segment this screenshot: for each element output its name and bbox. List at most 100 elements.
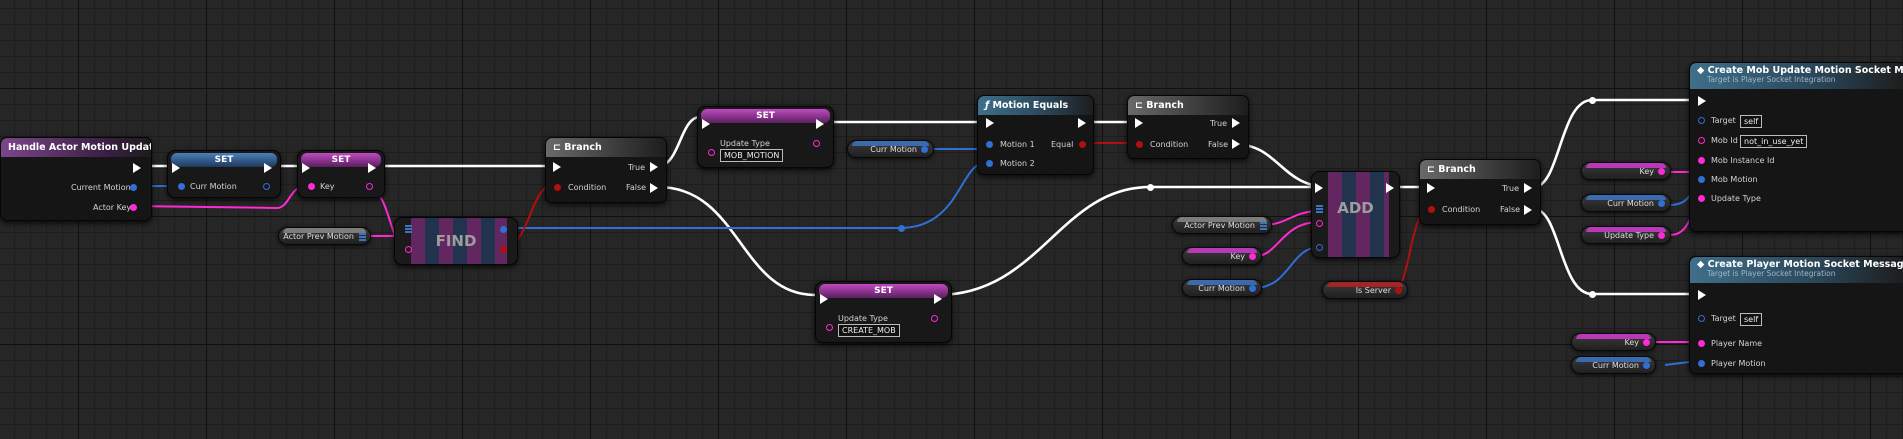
- set-curr-motion-node[interactable]: SET Curr Motion: [167, 150, 281, 198]
- exec-in-pin[interactable]: [702, 119, 710, 129]
- curr-motion-getter[interactable]: Curr Motion: [1182, 279, 1262, 297]
- player-motion-pin[interactable]: [1698, 360, 1705, 367]
- curr-motion-out-pin[interactable]: [1249, 285, 1256, 292]
- is-server-out-pin[interactable]: [1395, 287, 1402, 294]
- mob-id-value[interactable]: not_in_use_yet: [1740, 135, 1808, 148]
- exec-out-pin[interactable]: [133, 163, 141, 173]
- curr-motion-in-pin[interactable]: [178, 183, 185, 190]
- array-pin-icon[interactable]: [359, 233, 366, 241]
- mob-motion-pin[interactable]: [1698, 176, 1705, 183]
- array-in-pin[interactable]: [405, 225, 412, 233]
- exec-in-pin[interactable]: [1427, 183, 1435, 193]
- update-type-pin[interactable]: [1698, 195, 1705, 202]
- exec-out-pin[interactable]: [816, 119, 824, 129]
- curr-motion-out-pin[interactable]: [921, 146, 928, 153]
- set-update-type-mob-node[interactable]: SET Update Type MOB_MOTION: [697, 106, 834, 168]
- update-type-out-pin[interactable]: [1658, 232, 1665, 239]
- exec-in-pin[interactable]: [820, 294, 828, 304]
- curr-motion-out-pin[interactable]: [1643, 362, 1650, 369]
- exec-in-pin[interactable]: [172, 163, 180, 173]
- branch-node-3[interactable]: ⊏ Branch True Condition False: [1419, 159, 1541, 225]
- update-type-value[interactable]: MOB_MOTION: [720, 149, 784, 162]
- true-exec-pin[interactable]: [1524, 183, 1532, 193]
- create-mob-update-node[interactable]: ◆ Create Mob Update Motion Socket Messag…: [1689, 62, 1903, 232]
- false-exec-pin[interactable]: [650, 183, 658, 193]
- motion-2-pin[interactable]: [986, 160, 993, 167]
- curr-motion-getter[interactable]: Curr Motion: [1581, 194, 1671, 212]
- item-value-pin[interactable]: [1316, 244, 1323, 251]
- update-type-getter[interactable]: Update Type: [1581, 226, 1671, 244]
- key-out-pin[interactable]: [1249, 253, 1256, 260]
- target-value[interactable]: self: [1740, 313, 1763, 326]
- update-type-in-pin[interactable]: [826, 324, 833, 331]
- exec-in-pin[interactable]: [1135, 118, 1143, 128]
- condition-pin[interactable]: [554, 184, 561, 191]
- curr-motion-out-pin[interactable]: [263, 183, 270, 190]
- exec-in-pin[interactable]: [1698, 96, 1706, 106]
- exec-in-pin[interactable]: [302, 163, 310, 173]
- exec-in-pin[interactable]: [986, 118, 994, 128]
- condition-pin[interactable]: [1428, 206, 1435, 213]
- reroute-knot[interactable]: [1589, 97, 1596, 104]
- found-out-pin[interactable]: [500, 246, 507, 253]
- false-exec-pin[interactable]: [1232, 139, 1240, 149]
- condition-pin[interactable]: [1136, 141, 1143, 148]
- add-node[interactable]: ADD: [1311, 171, 1400, 258]
- curr-motion-getter[interactable]: Curr Motion: [847, 140, 934, 158]
- key-in-pin[interactable]: [308, 183, 315, 190]
- mob-instance-id-pin[interactable]: [1698, 157, 1705, 164]
- item-in-pin[interactable]: [405, 246, 412, 253]
- event-handle-actor-motion-update[interactable]: Handle Actor Motion Update Current Motio…: [0, 137, 152, 221]
- array-pin-icon[interactable]: [1260, 222, 1267, 230]
- update-type-out-pin[interactable]: [813, 140, 820, 147]
- exec-out-pin[interactable]: [368, 163, 376, 173]
- item-in-pin[interactable]: [1316, 220, 1323, 227]
- current-motion-pin[interactable]: [130, 184, 137, 191]
- key-out-pin[interactable]: [1658, 168, 1665, 175]
- actor-key-pin[interactable]: [130, 204, 137, 211]
- key-getter[interactable]: Key: [1581, 162, 1671, 180]
- update-type-in-pin[interactable]: [708, 149, 715, 156]
- function-icon: ƒ: [985, 100, 990, 111]
- exec-out-pin[interactable]: [934, 294, 942, 304]
- branch-node-2[interactable]: ⊏ Branch True Condition False: [1127, 95, 1249, 159]
- key-out-pin[interactable]: [1643, 339, 1650, 346]
- player-name-pin[interactable]: [1698, 340, 1705, 347]
- reroute-knot[interactable]: [1589, 291, 1596, 298]
- motion-1-pin[interactable]: [986, 141, 993, 148]
- update-type-out-pin[interactable]: [931, 315, 938, 322]
- target-value[interactable]: self: [1740, 115, 1763, 128]
- is-server-getter[interactable]: Is Server: [1322, 281, 1408, 299]
- curr-motion-getter[interactable]: Curr Motion: [1571, 356, 1656, 374]
- branch-node-1[interactable]: ⊏ Branch True Condition False: [545, 137, 667, 203]
- create-player-motion-node[interactable]: ◆ Create Player Motion Socket Message an…: [1689, 256, 1903, 374]
- exec-in-pin[interactable]: [1315, 183, 1323, 193]
- actor-prev-motion-getter[interactable]: Actor Prev Motion: [1172, 216, 1272, 234]
- true-exec-pin[interactable]: [650, 162, 658, 172]
- find-node[interactable]: FIND: [394, 217, 518, 265]
- key-out-pin[interactable]: [366, 183, 373, 190]
- exec-in-pin[interactable]: [1698, 290, 1706, 300]
- exec-in-pin[interactable]: [553, 162, 561, 172]
- array-in-pin[interactable]: [1316, 205, 1323, 213]
- true-exec-pin[interactable]: [1232, 118, 1240, 128]
- curr-motion-out-pin[interactable]: [1658, 200, 1665, 207]
- mob-id-pin[interactable]: [1698, 137, 1705, 144]
- actor-prev-motion-getter[interactable]: Actor Prev Motion: [278, 227, 371, 245]
- exec-out-pin[interactable]: [1386, 183, 1394, 193]
- false-exec-pin[interactable]: [1524, 205, 1532, 215]
- set-key-node[interactable]: SET Key: [297, 150, 385, 198]
- reroute-knot[interactable]: [1147, 184, 1154, 191]
- equal-out-pin[interactable]: [1079, 141, 1086, 148]
- target-pin[interactable]: [1698, 315, 1705, 322]
- key-getter[interactable]: Key: [1571, 333, 1656, 351]
- target-pin[interactable]: [1698, 117, 1705, 124]
- reroute-knot[interactable]: [898, 225, 905, 232]
- set-update-type-create-node[interactable]: SET Update Type CREATE_MOB: [815, 281, 952, 343]
- index-out-pin[interactable]: [500, 226, 507, 233]
- exec-out-pin[interactable]: [1078, 118, 1086, 128]
- exec-out-pin[interactable]: [264, 163, 272, 173]
- update-type-value[interactable]: CREATE_MOB: [838, 324, 900, 337]
- motion-equals-node[interactable]: ƒ Motion Equals Motion 1 Equal Motion 2: [977, 95, 1094, 175]
- key-getter[interactable]: Key: [1182, 247, 1262, 265]
